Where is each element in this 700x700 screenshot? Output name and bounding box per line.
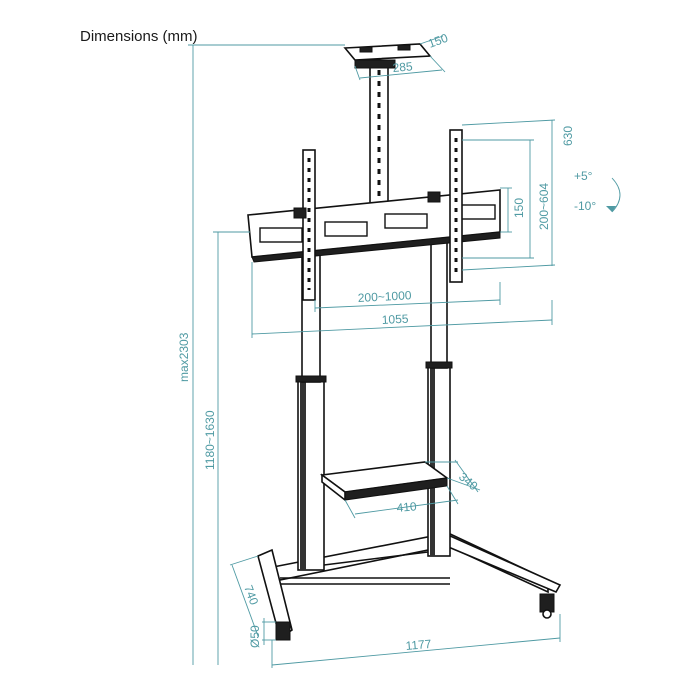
tv-stand-drawing bbox=[247, 43, 562, 641]
diagram-title: Dimensions (mm) bbox=[80, 28, 198, 45]
label-height-range: 1180~1630 bbox=[203, 410, 217, 470]
label-max-height: max2303 bbox=[177, 332, 191, 382]
label-vesa-horizontal: 200~1000 bbox=[357, 288, 412, 305]
label-top-plate-depth: 150 bbox=[426, 31, 450, 51]
label-bracket-width: 1055 bbox=[381, 312, 409, 327]
label-base-width: 1177 bbox=[405, 637, 432, 653]
label-bracket-height-total: 630 bbox=[561, 126, 575, 146]
dimension-lines bbox=[188, 35, 621, 668]
label-bracket-height-small: 150 bbox=[512, 198, 526, 218]
label-shelf-width: 410 bbox=[396, 499, 417, 515]
label-vesa-vertical: 200~604 bbox=[537, 183, 551, 230]
label-tilt-down: -10° bbox=[574, 199, 596, 213]
label-wheel-diameter: Ø50 bbox=[248, 625, 262, 648]
label-top-plate-width: 285 bbox=[392, 59, 413, 75]
label-tilt-up: +5° bbox=[574, 169, 593, 183]
label-base-depth: 740 bbox=[241, 583, 261, 607]
